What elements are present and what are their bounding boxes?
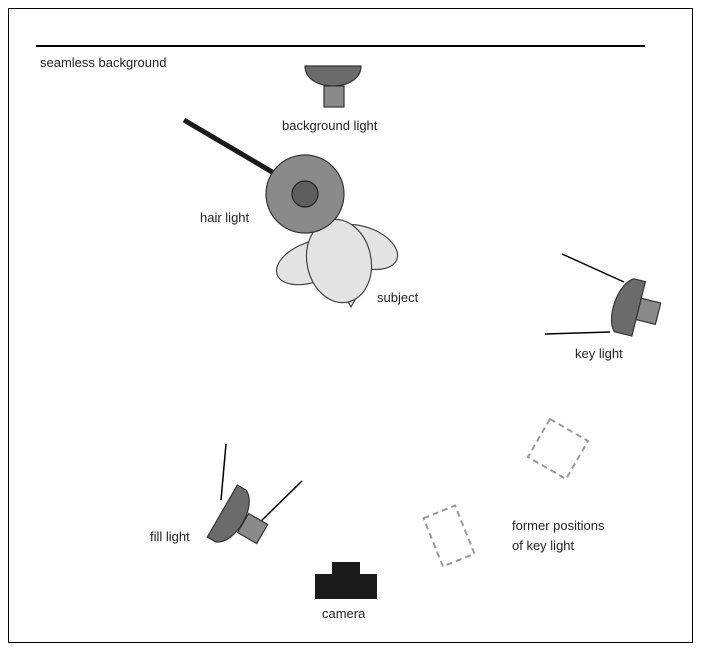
key-light-label: key light	[575, 346, 623, 361]
hair-light-icon	[265, 154, 345, 234]
key-light-icon	[544, 253, 662, 337]
camera-label: camera	[322, 606, 366, 621]
hair-light-label: hair light	[200, 210, 250, 225]
background-light-label: background light	[282, 118, 378, 133]
fill-light-icon	[206, 443, 303, 545]
former-positions-label-line1: former positions	[512, 518, 605, 533]
diagram-frame	[8, 8, 693, 643]
former-key-position-1	[526, 417, 590, 481]
former-key-position-2	[422, 504, 476, 568]
background-light-icon	[304, 65, 362, 108]
former-positions-label-line2: of key light	[512, 538, 575, 553]
subject-label: subject	[377, 290, 419, 305]
fill-light-label: fill light	[150, 529, 190, 544]
camera-icon	[315, 562, 377, 599]
seamless-background-label: seamless background	[40, 55, 166, 70]
